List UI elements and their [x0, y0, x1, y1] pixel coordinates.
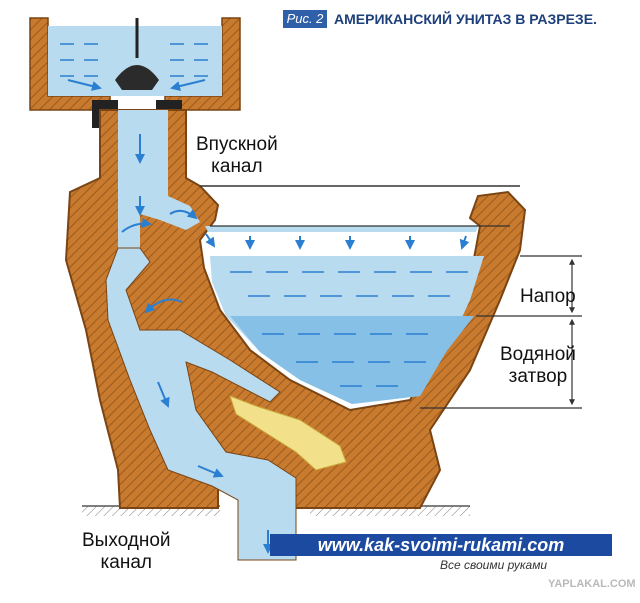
figure-label: Рис. 2 [283, 10, 327, 28]
waste-deposit [229, 395, 347, 471]
water-seal-label: Водяной затвор [500, 344, 576, 388]
flapper-valve-icon [115, 65, 159, 90]
water-seal-pool [230, 316, 474, 404]
website-banner: www.kak-svoimi-rukami.com [270, 534, 612, 556]
siphon-outlet-channel [105, 247, 297, 561]
water-seal-line1: Водяной [500, 344, 576, 365]
dimension-markers [420, 255, 582, 409]
inlet-label-line1: Впускной [196, 134, 278, 155]
figure-title: АМЕРИКАНСКИЙ УНИТАЗ В РАЗРЕЗЕ. [334, 11, 597, 27]
head-label: Напор [520, 286, 576, 307]
flow-arrows [121, 134, 470, 554]
toilet-bowl-body [64, 109, 527, 561]
outlet-label-line1: Выходной [82, 530, 171, 551]
rim-channel [205, 226, 478, 232]
watermark: YAPLAKAL.COM [548, 578, 636, 590]
outlet-label: Выходной канал [82, 530, 171, 574]
water-seal-line2: затвор [508, 366, 568, 387]
inlet-label: Впускной канал [196, 134, 278, 178]
inlet-label-line2: канал [211, 156, 263, 177]
outlet-label-line2: канал [100, 552, 152, 573]
website-caption: Все своими руками [440, 558, 548, 572]
